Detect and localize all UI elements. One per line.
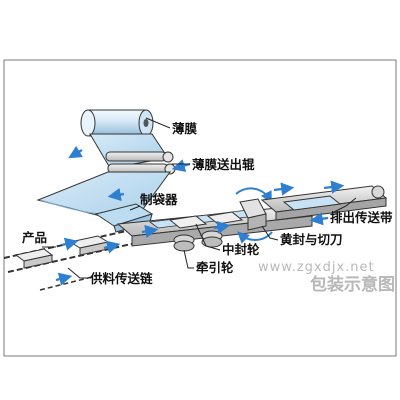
watermark-caption: 包装示意图 [310, 274, 395, 295]
label-end-seal-cutter: 黄封与切刀 [280, 232, 343, 247]
pull-wheels [173, 230, 223, 252]
label-film: 薄膜 [172, 121, 198, 136]
leader-outfeed [333, 197, 357, 213]
label-center-seal-wheel: 中封轮 [222, 242, 260, 257]
label-bag-former: 制袋器 [140, 192, 178, 207]
watermark-url: www.zgxdjx.net [258, 260, 375, 275]
arrow-infeed-2 [103, 240, 121, 254]
leader-pull-wheel [183, 249, 194, 269]
flow-arrows [55, 145, 345, 286]
arrow-chain [55, 272, 73, 286]
label-film-feed-roller: 薄膜送出辊 [192, 157, 255, 172]
product-1 [14, 248, 54, 269]
film-roll [80, 109, 154, 137]
label-infeed-chain: 供料传送链 [89, 271, 153, 286]
end-seal-cutter [235, 187, 273, 244]
label-outfeed-conveyor: 排出传送带 [330, 210, 393, 225]
leader-end-seal [261, 225, 279, 241]
leader-infeed-chain [67, 267, 88, 279]
arrow-sheet-left [107, 188, 125, 202]
arrow-infeed-1 [61, 237, 79, 251]
arrow-film-down [171, 159, 191, 172]
leader-lines [42, 117, 357, 279]
leader-center-seal [195, 223, 221, 251]
arrow-return [309, 212, 329, 226]
label-product: 产品 [22, 230, 47, 245]
leader-film [145, 117, 171, 129]
arrow-bed-2 [213, 220, 231, 234]
product-2 [68, 235, 110, 256]
arrow-film-unwind [68, 145, 83, 159]
outfeed-conveyor [260, 185, 388, 221]
arrow-outfeed-1 [273, 182, 295, 196]
leader-bag-former [129, 205, 141, 211]
film-web-upper [89, 133, 169, 169]
arrow-outfeed-2 [323, 180, 345, 194]
label-pull-wheel: 牵引轮 [196, 260, 234, 275]
diagram-frame [3, 59, 397, 357]
arrow-bed-1 [141, 224, 159, 238]
